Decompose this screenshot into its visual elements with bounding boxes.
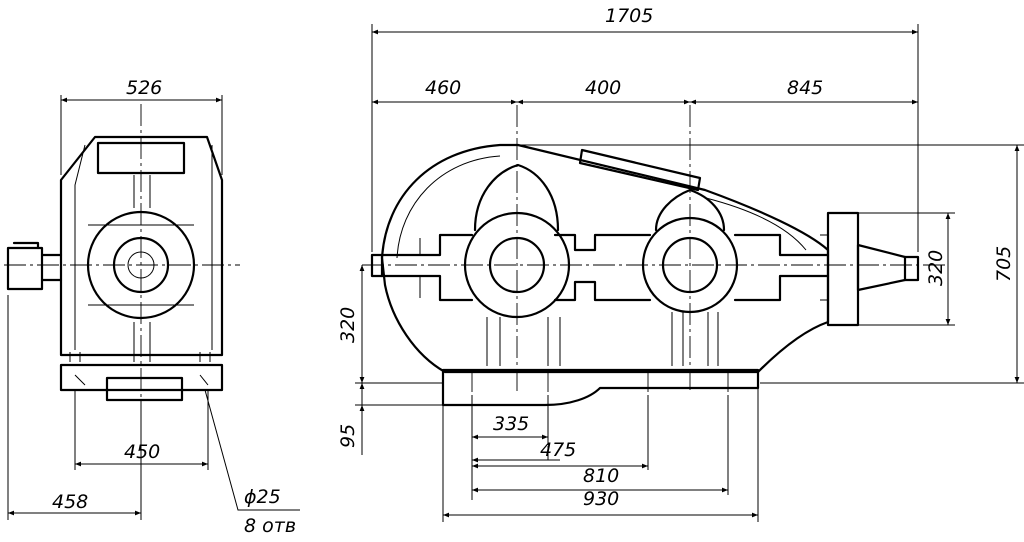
dim-input-to-first-shaft: 460 [425,77,461,99]
front-housing-outline [380,143,830,374]
dim-hole-count: 8 отв [244,515,296,537]
dim-side-foot-span: 450 [124,441,160,463]
front-view-dimensions: 1705 460 400 845 705 320 320 95 335 475 [337,5,1024,522]
dim-side-width: 526 [126,77,162,99]
side-base [59,363,224,392]
front-output-shaft [856,243,920,292]
side-input-shaft [6,246,44,291]
side-view [4,104,240,402]
front-input-shaft [370,253,384,278]
dim-base-height: 95 [337,424,359,448]
front-base [441,368,760,407]
front-boss-1 [473,163,560,232]
dim-second-shaft-to-output: 845 [787,77,823,99]
front-view [362,105,945,407]
front-split-flange [380,233,830,257]
dim-overall-height: 705 [993,246,1015,282]
dim-bolt-span-2: 475 [540,439,576,461]
dim-side-total-offset: 458 [52,491,88,513]
dim-bolt-span-4: 930 [583,488,619,510]
front-inspection-cover [578,148,702,192]
dim-axis-height: 320 [337,307,359,343]
dim-shaft-center-distance: 400 [585,77,621,99]
dim-bolt-span-1: 335 [493,413,529,435]
dim-overall-length: 1705 [605,5,653,27]
side-housing-outline [59,135,224,357]
front-output-flange [826,211,860,327]
dim-hole-diameter: ϕ25 [244,486,281,508]
side-view-dimensions: 526 450 458 ϕ25 8 отв [7,77,300,537]
dim-bolt-span-3: 810 [583,465,619,487]
dim-output-shaft-height: 320 [925,250,947,286]
